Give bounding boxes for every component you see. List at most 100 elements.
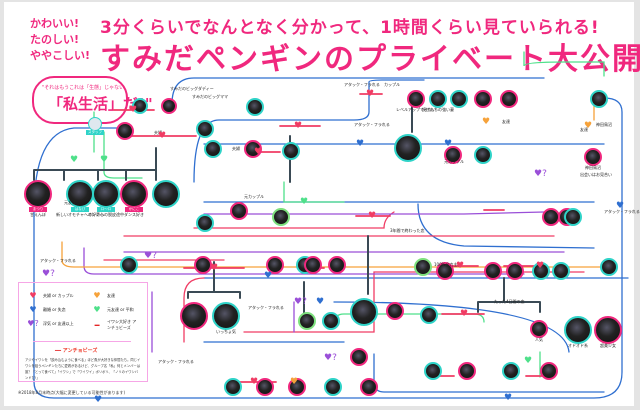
penguin-photo	[594, 316, 622, 344]
label-sanju: 3年間で終わった恋	[390, 228, 425, 233]
penguin-node-n36[interactable]	[386, 302, 404, 320]
penguin-node-n38[interactable]	[484, 262, 502, 280]
penguin-photo	[450, 90, 468, 108]
label-sumida-mommy: すみだのビッグママ	[192, 94, 228, 99]
penguin-node-n1[interactable]	[116, 122, 134, 140]
penguin-node-n40[interactable]	[506, 262, 524, 280]
penguin-node-n24[interactable]	[196, 214, 214, 232]
label-attack-2: アタック・フラれる	[354, 122, 390, 127]
crush-heart-icon: ♥?	[534, 169, 547, 179]
penguin-photo	[564, 208, 582, 226]
breakup-heart-icon: ♥	[316, 297, 325, 307]
penguin-node-n43[interactable]	[552, 262, 570, 280]
penguin-photo	[424, 362, 442, 380]
penguin-node-n50[interactable]	[288, 378, 306, 396]
penguin-node-n30[interactable]	[304, 256, 322, 274]
penguin-node-n53[interactable]	[424, 362, 442, 380]
penguin-node-ro[interactable]: ロ～ロオンナへの脱皮途中	[88, 180, 124, 217]
penguin-node-n46[interactable]: 超美少女	[594, 316, 622, 348]
penguin-node-n34[interactable]	[322, 312, 340, 330]
penguin-node-n51[interactable]	[324, 378, 342, 396]
penguin-node-n10[interactable]	[590, 90, 608, 108]
penguin-node-staff[interactable]: スタッフ	[86, 117, 104, 135]
penguin-node-n33[interactable]	[298, 312, 316, 330]
penguin-node-n25[interactable]	[194, 256, 212, 274]
line-crush	[203, 211, 545, 215]
penguin-node-n22[interactable]	[542, 208, 560, 226]
penguin-node-n56[interactable]	[540, 362, 558, 380]
penguin-node-n6[interactable]: 焼きもちの強い妻	[422, 90, 454, 112]
penguin-photo	[224, 378, 242, 396]
anchovy-title-text: アンチョビーズ	[62, 348, 98, 354]
penguin-node-n20[interactable]	[474, 146, 492, 164]
rival-icon: ♥	[100, 155, 109, 165]
penguin-node-n35[interactable]	[350, 298, 378, 326]
couple-heart-icon: ♥	[460, 309, 469, 319]
penguin-node-n19[interactable]	[444, 146, 462, 164]
line-friend	[61, 241, 605, 268]
penguin-node-n13[interactable]	[244, 140, 262, 158]
bubble-big-text: 「私生活」だ!"	[48, 95, 153, 113]
label-motocouple-2: 元カップル	[244, 194, 264, 199]
penguin-node-n49[interactable]	[224, 378, 242, 396]
penguin-node-n55[interactable]	[502, 362, 520, 380]
penguin-node-n11[interactable]	[152, 180, 180, 208]
penguin-node-n41[interactable]	[532, 262, 550, 280]
breakup-heart-icon: ♥	[444, 139, 453, 149]
penguin-node-n28[interactable]	[120, 256, 138, 274]
penguin-node-n48[interactable]	[256, 378, 274, 396]
node-caption: 新しいオモチャへの好奇心	[56, 212, 104, 217]
penguin-photo	[196, 214, 214, 232]
penguin-node-n4[interactable]	[160, 98, 178, 114]
penguin-node-n5[interactable]: レベルアップできない	[396, 90, 436, 112]
legend-item-crush: ♥? 浮気 or 友達以上	[27, 319, 74, 328]
penguin-node-n15[interactable]	[272, 208, 290, 226]
penguin-photo	[444, 146, 462, 164]
penguin-photo	[116, 122, 134, 140]
penguin-photo	[194, 256, 212, 274]
penguin-node-n7[interactable]	[450, 90, 468, 108]
penguin-node-n14[interactable]	[282, 142, 300, 160]
penguin-node-n26[interactable]	[328, 256, 346, 274]
penguin-node-n47[interactable]	[350, 348, 368, 366]
label-fufu-1: 夫婦	[154, 130, 162, 135]
rival-icon: ♥	[93, 305, 101, 314]
penguin-node-n39[interactable]	[414, 258, 432, 276]
label-attack-5: アタック・フラれる	[40, 258, 76, 263]
penguin-node-n52[interactable]	[360, 378, 378, 396]
label-omiai: 出会いはお見合い	[580, 172, 612, 177]
penguin-node-n9[interactable]	[500, 90, 518, 108]
penguin-node-n17[interactable]	[246, 98, 264, 116]
node-tag: スタッフ	[86, 130, 104, 135]
penguin-photo	[328, 256, 346, 274]
penguin-node-n23[interactable]	[564, 208, 582, 226]
side-line-1: かわいい!	[30, 17, 80, 30]
penguin-node-n16[interactable]	[230, 202, 248, 220]
penguin-node-n18[interactable]	[394, 134, 422, 162]
legend-label: 浮気 or 友達以上	[43, 320, 74, 326]
penguin-node-matsuri[interactable]: まつり甘えんぼ	[24, 180, 52, 217]
breakup-heart-icon: ♥	[29, 305, 37, 314]
penguin-node-n54[interactable]	[458, 362, 476, 380]
penguin-node-n57[interactable]	[600, 258, 618, 276]
legend-item-couple: ♥ 夫婦 or カップル	[27, 291, 73, 300]
footnote: ※2018年8月末時点(大幅に変更している可能性があります)	[18, 390, 126, 395]
penguin-node-n31[interactable]	[180, 302, 208, 330]
legend-label: 元友達 or 平和	[107, 306, 134, 312]
penguin-node-n8[interactable]	[474, 90, 492, 108]
penguin-node-n42[interactable]	[436, 262, 454, 280]
penguin-node-n2[interactable]	[196, 120, 214, 138]
penguin-node-n12[interactable]	[204, 140, 222, 158]
penguin-photo	[542, 208, 560, 226]
node-caption: 焼きもちの強い妻	[422, 107, 454, 112]
penguin-node-n44[interactable]: 人気	[530, 320, 548, 342]
penguin-node-n32[interactable]: いっちょ気	[212, 302, 240, 334]
penguin-node-n3[interactable]	[131, 98, 149, 114]
penguin-node-kandaka[interactable]: 神田鳥沼	[584, 148, 602, 170]
rival-icon: ♥	[524, 356, 533, 366]
couple-heart-icon: ♥	[210, 263, 219, 273]
penguin-node-n37[interactable]	[420, 306, 438, 324]
penguin-node-kanon[interactable]: かにこダンス好き	[120, 180, 148, 217]
penguin-node-n29[interactable]	[266, 256, 284, 274]
penguin-node-n45[interactable]: オドオド系	[564, 316, 592, 348]
